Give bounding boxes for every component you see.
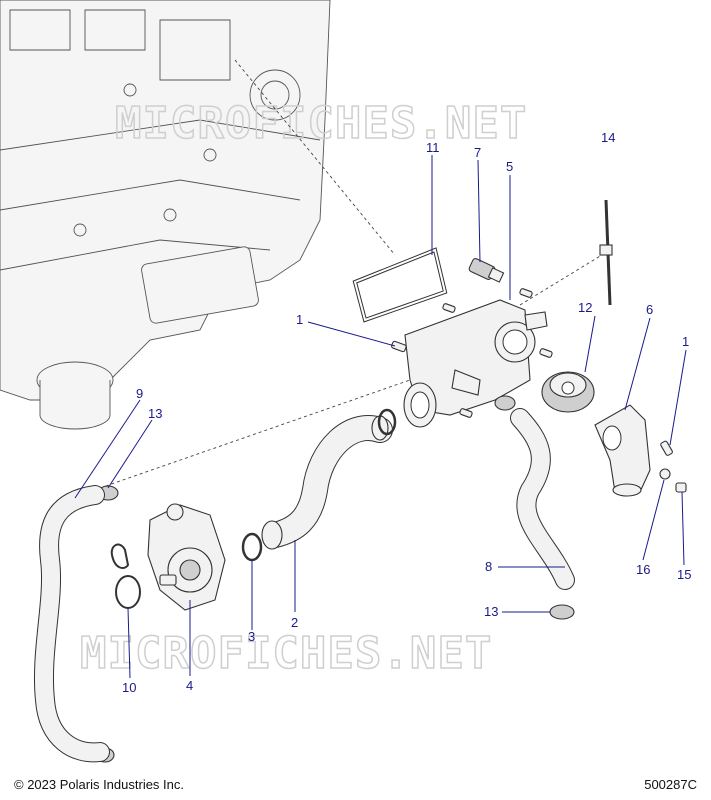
callout-11: 11 [426, 140, 440, 155]
callout-14: 14 [601, 130, 615, 145]
part-hose-middle [261, 415, 393, 550]
callout-13a: 13 [148, 406, 162, 421]
callout-5: 5 [506, 159, 513, 174]
callout-1b: 1 [682, 334, 689, 349]
part-sensor [468, 258, 505, 283]
part-o-ring [241, 532, 263, 562]
callout-8: 8 [485, 559, 492, 574]
watermark-top: MICROFICHES.NET [115, 98, 527, 149]
part-hose-left [33, 485, 110, 763]
part-bolts [391, 288, 673, 456]
callout-2: 2 [291, 615, 298, 630]
watermark-bottom: MICROFICHES.NET [80, 628, 492, 679]
part-rod [599, 199, 613, 306]
part-gasket [352, 247, 448, 323]
callout-12: 12 [578, 300, 592, 315]
callout-9: 9 [136, 386, 143, 401]
callout-13b: 13 [484, 604, 498, 619]
alignment-line [99, 379, 411, 489]
callout-7: 7 [474, 145, 481, 160]
alignment-line [234, 59, 396, 256]
callout-15: 15 [677, 567, 691, 582]
part-bolt-small [675, 482, 687, 493]
callout-16: 16 [636, 562, 650, 577]
part-o-ring [377, 408, 397, 436]
part-water-pump [147, 503, 226, 611]
callout-10: 10 [122, 680, 136, 695]
alignment-line [519, 249, 611, 306]
part-washer [659, 468, 671, 480]
part-thermostat [541, 371, 595, 413]
callout-3: 3 [248, 629, 255, 644]
callout-6: 6 [646, 302, 653, 317]
leader-lines [74, 155, 687, 679]
part-elbow-outlet [594, 404, 651, 497]
callout-4: 4 [186, 678, 193, 693]
copyright-text: © 2023 Polaris Industries Inc. [14, 777, 184, 792]
drawing-number: 500287C [644, 777, 697, 792]
callout-1a: 1 [296, 312, 303, 327]
part-hose-right [510, 408, 575, 590]
engine-block [0, 0, 331, 430]
part-thermostat-housing [403, 299, 548, 428]
part-pump-gasket [110, 543, 141, 609]
